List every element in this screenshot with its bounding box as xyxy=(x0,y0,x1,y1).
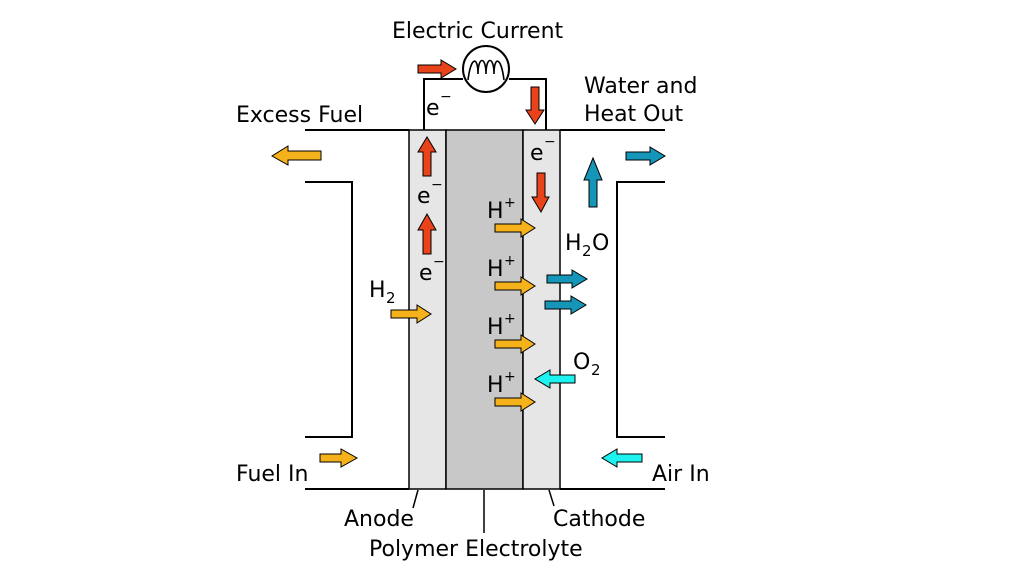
anode-label: Anode xyxy=(344,507,414,532)
svg-text:H: H xyxy=(487,315,504,340)
electrolyte-membrane xyxy=(445,129,524,490)
circuit-wire xyxy=(423,78,547,130)
arrows xyxy=(271,59,666,468)
svg-text:+: + xyxy=(504,253,516,269)
housing-left-inner xyxy=(305,181,353,438)
fuel-in-label: Fuel In xyxy=(236,462,308,487)
oxygen-inflow-arrow xyxy=(534,369,576,389)
proton-label-2: H + xyxy=(487,253,516,282)
electron-arrow-circuit-down xyxy=(525,86,545,125)
svg-text:−: − xyxy=(431,177,443,193)
svg-text:e: e xyxy=(426,96,440,121)
svg-text:+: + xyxy=(504,369,516,385)
svg-text:H: H xyxy=(487,373,504,398)
water-heat-out-arrow xyxy=(625,146,666,166)
housing-right-inner xyxy=(616,181,665,438)
proton-arrow-1 xyxy=(494,218,536,238)
water-heat-out-label-line2: Heat Out xyxy=(584,102,683,127)
electron-arrow-cathode-down xyxy=(531,172,550,214)
water-arrow-2 xyxy=(544,295,587,315)
electron-arrow-anode-up-1 xyxy=(417,136,437,177)
housing-outline xyxy=(305,129,665,490)
svg-text:H: H xyxy=(565,231,582,256)
proton-label-4: H + xyxy=(487,369,516,398)
proton-arrow-2 xyxy=(494,276,536,296)
water-heat-out-label-line1: Water and xyxy=(584,74,697,99)
external-circuit xyxy=(423,45,547,130)
species-labels: e − e − e − e − H + H + H + H + xyxy=(369,89,609,398)
svg-text:2: 2 xyxy=(582,242,592,260)
electron-label-circuit: e − xyxy=(426,89,452,121)
electron-label-anode-1: e − xyxy=(417,177,443,209)
water-label: H 2 O xyxy=(565,231,609,260)
svg-text:−: − xyxy=(433,254,445,270)
polymer-electrolyte-label: Polymer Electrolyte xyxy=(369,537,583,562)
filament-icon xyxy=(467,59,505,81)
svg-text:O: O xyxy=(592,231,609,256)
svg-text:e: e xyxy=(417,184,431,209)
electron-arrow-circuit-right xyxy=(417,59,457,79)
excess-fuel-arrow xyxy=(271,145,322,166)
proton-arrow-4 xyxy=(494,392,536,412)
svg-text:2: 2 xyxy=(386,289,396,307)
fuel-in-arrow xyxy=(319,448,359,468)
proton-arrow-3 xyxy=(494,334,536,354)
svg-text:H: H xyxy=(487,199,504,224)
water-vapor-up-arrow xyxy=(583,156,603,208)
excess-fuel-label: Excess Fuel xyxy=(236,103,363,128)
electron-label-anode-2: e − xyxy=(419,254,445,286)
svg-text:+: + xyxy=(504,311,516,327)
water-arrow-1 xyxy=(546,269,588,289)
air-in-arrow xyxy=(601,448,643,468)
svg-text:−: − xyxy=(544,134,556,150)
svg-text:e: e xyxy=(530,141,544,166)
label-leaders xyxy=(412,489,555,533)
electric-current-label: Electric Current xyxy=(392,19,564,44)
text-labels: Electric Current Excess Fuel Water and H… xyxy=(236,19,710,562)
svg-text:O: O xyxy=(573,350,590,375)
hydrogen-inflow-arrow xyxy=(390,304,432,324)
svg-text:+: + xyxy=(504,195,516,211)
hydrogen-label: H 2 xyxy=(369,278,396,307)
svg-text:H: H xyxy=(369,278,386,303)
cathode-leader xyxy=(548,489,555,507)
electron-arrow-anode-up-2 xyxy=(417,212,437,255)
air-in-label: Air In xyxy=(652,462,710,487)
svg-text:−: − xyxy=(440,89,452,105)
svg-text:H: H xyxy=(487,257,504,282)
proton-label-1: H + xyxy=(487,195,516,224)
proton-label-3: H + xyxy=(487,311,516,340)
svg-text:2: 2 xyxy=(591,361,601,379)
cathode-label: Cathode xyxy=(553,507,645,532)
electron-label-cathode: e − xyxy=(530,134,556,166)
oxygen-label: O 2 xyxy=(573,350,601,379)
svg-text:e: e xyxy=(419,261,433,286)
anode-leader xyxy=(412,489,419,509)
